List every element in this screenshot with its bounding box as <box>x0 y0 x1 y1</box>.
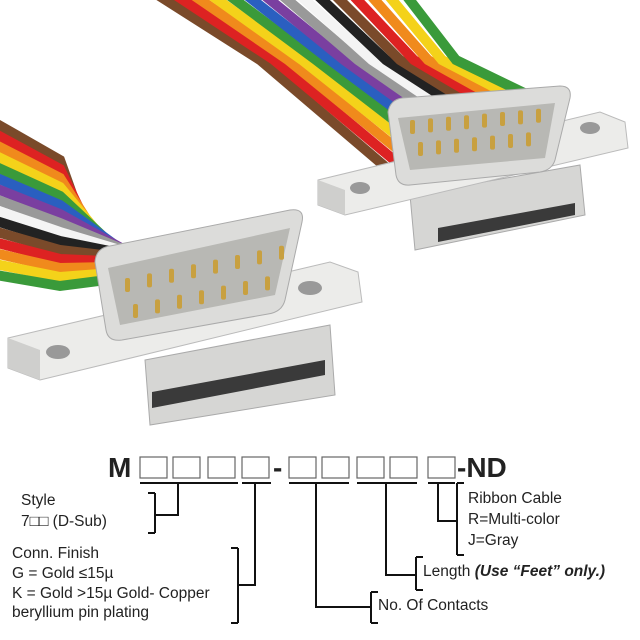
length-note: (Use “Feet” only.) <box>474 563 606 580</box>
pin <box>472 137 477 152</box>
ribbon-label: Ribbon Cable <box>468 490 562 507</box>
pin <box>418 142 423 156</box>
pin <box>410 120 415 134</box>
pin <box>518 110 523 125</box>
pin <box>536 108 541 123</box>
style-label: Style <box>21 492 56 509</box>
style-box <box>172 456 201 479</box>
pin <box>155 299 160 314</box>
pin <box>446 116 451 131</box>
part-prefix: M <box>108 452 131 483</box>
pin <box>125 278 130 292</box>
ribbon-wire <box>191 0 421 169</box>
contacts-box <box>321 456 350 479</box>
pin <box>147 273 152 288</box>
right-connector <box>317 85 629 251</box>
right-wire-ends <box>438 203 575 242</box>
finish-label: Conn. Finish <box>12 545 100 562</box>
pin <box>191 264 196 279</box>
contacts-label: No. Of Contacts <box>378 597 489 614</box>
pin <box>213 259 218 274</box>
finish-k: K = Gold >15µ Gold- Copper <box>12 585 210 602</box>
pin <box>199 290 204 305</box>
length-label: Length (Use “Feet” only.) <box>423 563 605 581</box>
mounting-hole <box>298 281 322 295</box>
pin <box>500 112 505 126</box>
left-connector <box>7 209 363 426</box>
pin <box>133 304 138 318</box>
part-number-boxes <box>139 456 456 479</box>
ribbon-r: R=Multi-color <box>468 511 560 528</box>
pin <box>454 138 459 153</box>
mounting-hole <box>350 182 370 194</box>
pin <box>265 276 270 291</box>
finish-k-cont: beryllium pin plating <box>12 604 149 621</box>
pin <box>235 255 240 269</box>
mounting-hole <box>46 345 70 359</box>
mounting-hole <box>580 122 600 134</box>
pin <box>169 268 174 283</box>
style-value: 7□□ (D-Sub) <box>21 513 107 530</box>
finish-box <box>241 456 270 479</box>
part-dash: - <box>273 452 282 483</box>
pin <box>464 115 469 130</box>
pin <box>526 132 531 147</box>
ribbon-j: J=Gray <box>468 532 519 549</box>
style-box <box>207 456 236 479</box>
pin <box>508 134 513 148</box>
ribbon-wire <box>174 0 410 174</box>
style-box <box>139 456 168 479</box>
pin <box>279 245 284 260</box>
part-suffix: -ND <box>457 452 507 483</box>
ribbon-wire <box>156 0 399 179</box>
ribbon-wire <box>209 0 432 164</box>
pin <box>257 250 262 265</box>
pin <box>177 294 182 309</box>
length-title: Length <box>423 563 471 580</box>
pin <box>490 135 495 150</box>
pin <box>243 281 248 295</box>
contacts-box <box>288 456 317 479</box>
left-wire-ends <box>152 360 325 408</box>
connector-lines <box>140 482 464 624</box>
ribbon-box <box>427 456 456 479</box>
pin <box>428 118 433 133</box>
pin <box>221 285 226 300</box>
cable-assembly-illustration <box>0 0 629 426</box>
length-box <box>356 456 385 479</box>
pin <box>482 113 487 128</box>
finish-g: G = Gold ≤15µ <box>12 565 114 582</box>
length-box <box>389 456 418 479</box>
pin <box>436 140 441 155</box>
